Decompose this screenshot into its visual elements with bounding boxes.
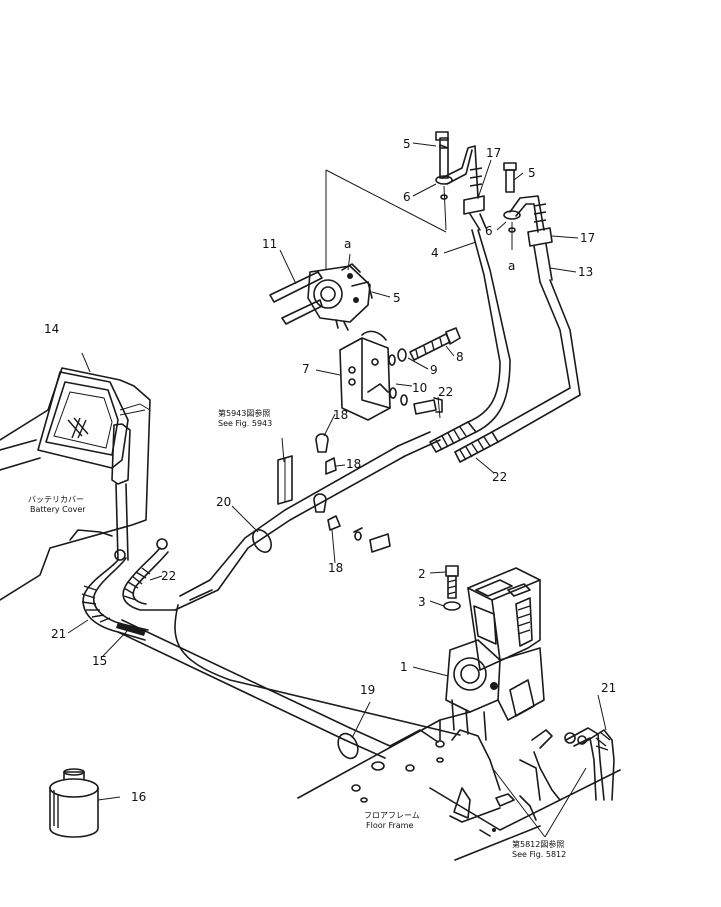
callout-5: 5 xyxy=(528,166,536,180)
callout-17: 17 xyxy=(486,146,501,160)
hose-guard-22-left xyxy=(123,567,151,601)
see-fig-5812-jp: 第5812図参照 xyxy=(512,839,564,849)
floor-frame-label-en: Floor Frame xyxy=(366,821,413,830)
battery-cover-label-en: Battery Cover xyxy=(30,505,86,514)
callout-a: a xyxy=(508,259,515,273)
callout-6: 6 xyxy=(403,190,411,204)
bolts-5 xyxy=(435,131,517,233)
see-fig-5943-jp: 第5943図参照 xyxy=(218,408,270,418)
bolt-8 xyxy=(388,327,461,366)
hose-assembly-right xyxy=(531,727,615,801)
bolt-2 xyxy=(443,565,461,611)
pipe-20-assembly xyxy=(174,431,461,736)
callouts: 5 6 17 4 5 6 a 17 13 11 a 5 8 9 10 7 22 … xyxy=(44,137,616,804)
hose-sleeves-22 xyxy=(429,229,581,463)
callout-20: 20 xyxy=(216,495,231,509)
callout-22: 22 xyxy=(492,470,507,484)
callout-22: 22 xyxy=(161,569,176,583)
see-fig-5943-en: See Fig. 5943 xyxy=(218,419,272,428)
callout-18: 18 xyxy=(333,408,348,422)
callout-13: 13 xyxy=(578,265,593,279)
callout-19: 19 xyxy=(360,683,375,697)
callout-14: 14 xyxy=(44,322,59,336)
callout-21: 21 xyxy=(601,681,616,695)
ring-19 xyxy=(337,732,359,760)
callout-6: 6 xyxy=(485,224,493,238)
callout-17: 17 xyxy=(580,231,595,245)
valve-assembly xyxy=(269,263,373,331)
reference-notes: バッテリカバー Battery Cover 第5943図参照 See Fig. … xyxy=(28,408,566,859)
battery-cover xyxy=(0,367,151,601)
oil-can-16 xyxy=(49,768,99,838)
callout-1: 1 xyxy=(400,660,408,674)
battery-cover-vent-icon xyxy=(67,417,89,439)
callout-15: 15 xyxy=(92,654,107,668)
callout-18: 18 xyxy=(346,457,361,471)
callout-21: 21 xyxy=(51,627,66,641)
see-fig-5812-en: See Fig. 5812 xyxy=(512,850,566,859)
callout-a: a xyxy=(344,237,351,251)
callout-7: 7 xyxy=(302,362,310,376)
callout-22: 22 xyxy=(438,385,453,399)
heater-unit-1 xyxy=(445,567,545,741)
callout-8: 8 xyxy=(456,350,464,364)
battery-cover-label-jp: バッテリカバー xyxy=(28,495,84,504)
callout-10: 10 xyxy=(412,381,427,395)
clips-18 xyxy=(277,433,391,553)
callout-4: 4 xyxy=(431,246,439,260)
callout-3: 3 xyxy=(418,595,426,609)
callout-2: 2 xyxy=(418,567,426,581)
bracket-7 xyxy=(339,330,391,421)
ref-line xyxy=(325,169,447,233)
hose-assembly-left xyxy=(81,538,176,641)
callout-5: 5 xyxy=(403,137,411,151)
hose-fittings-top xyxy=(435,137,553,283)
floor-frame-label-jp: フロアフレーム xyxy=(364,811,420,820)
floor-frame xyxy=(297,711,621,861)
callout-5: 5 xyxy=(393,291,401,305)
hose-guard-21-left xyxy=(81,585,111,623)
pipe-15 xyxy=(116,619,391,759)
callout-16: 16 xyxy=(131,790,146,804)
leader-lines xyxy=(67,142,607,838)
callout-18: 18 xyxy=(328,561,343,575)
callout-11: 11 xyxy=(262,237,277,251)
callout-9: 9 xyxy=(430,363,438,377)
